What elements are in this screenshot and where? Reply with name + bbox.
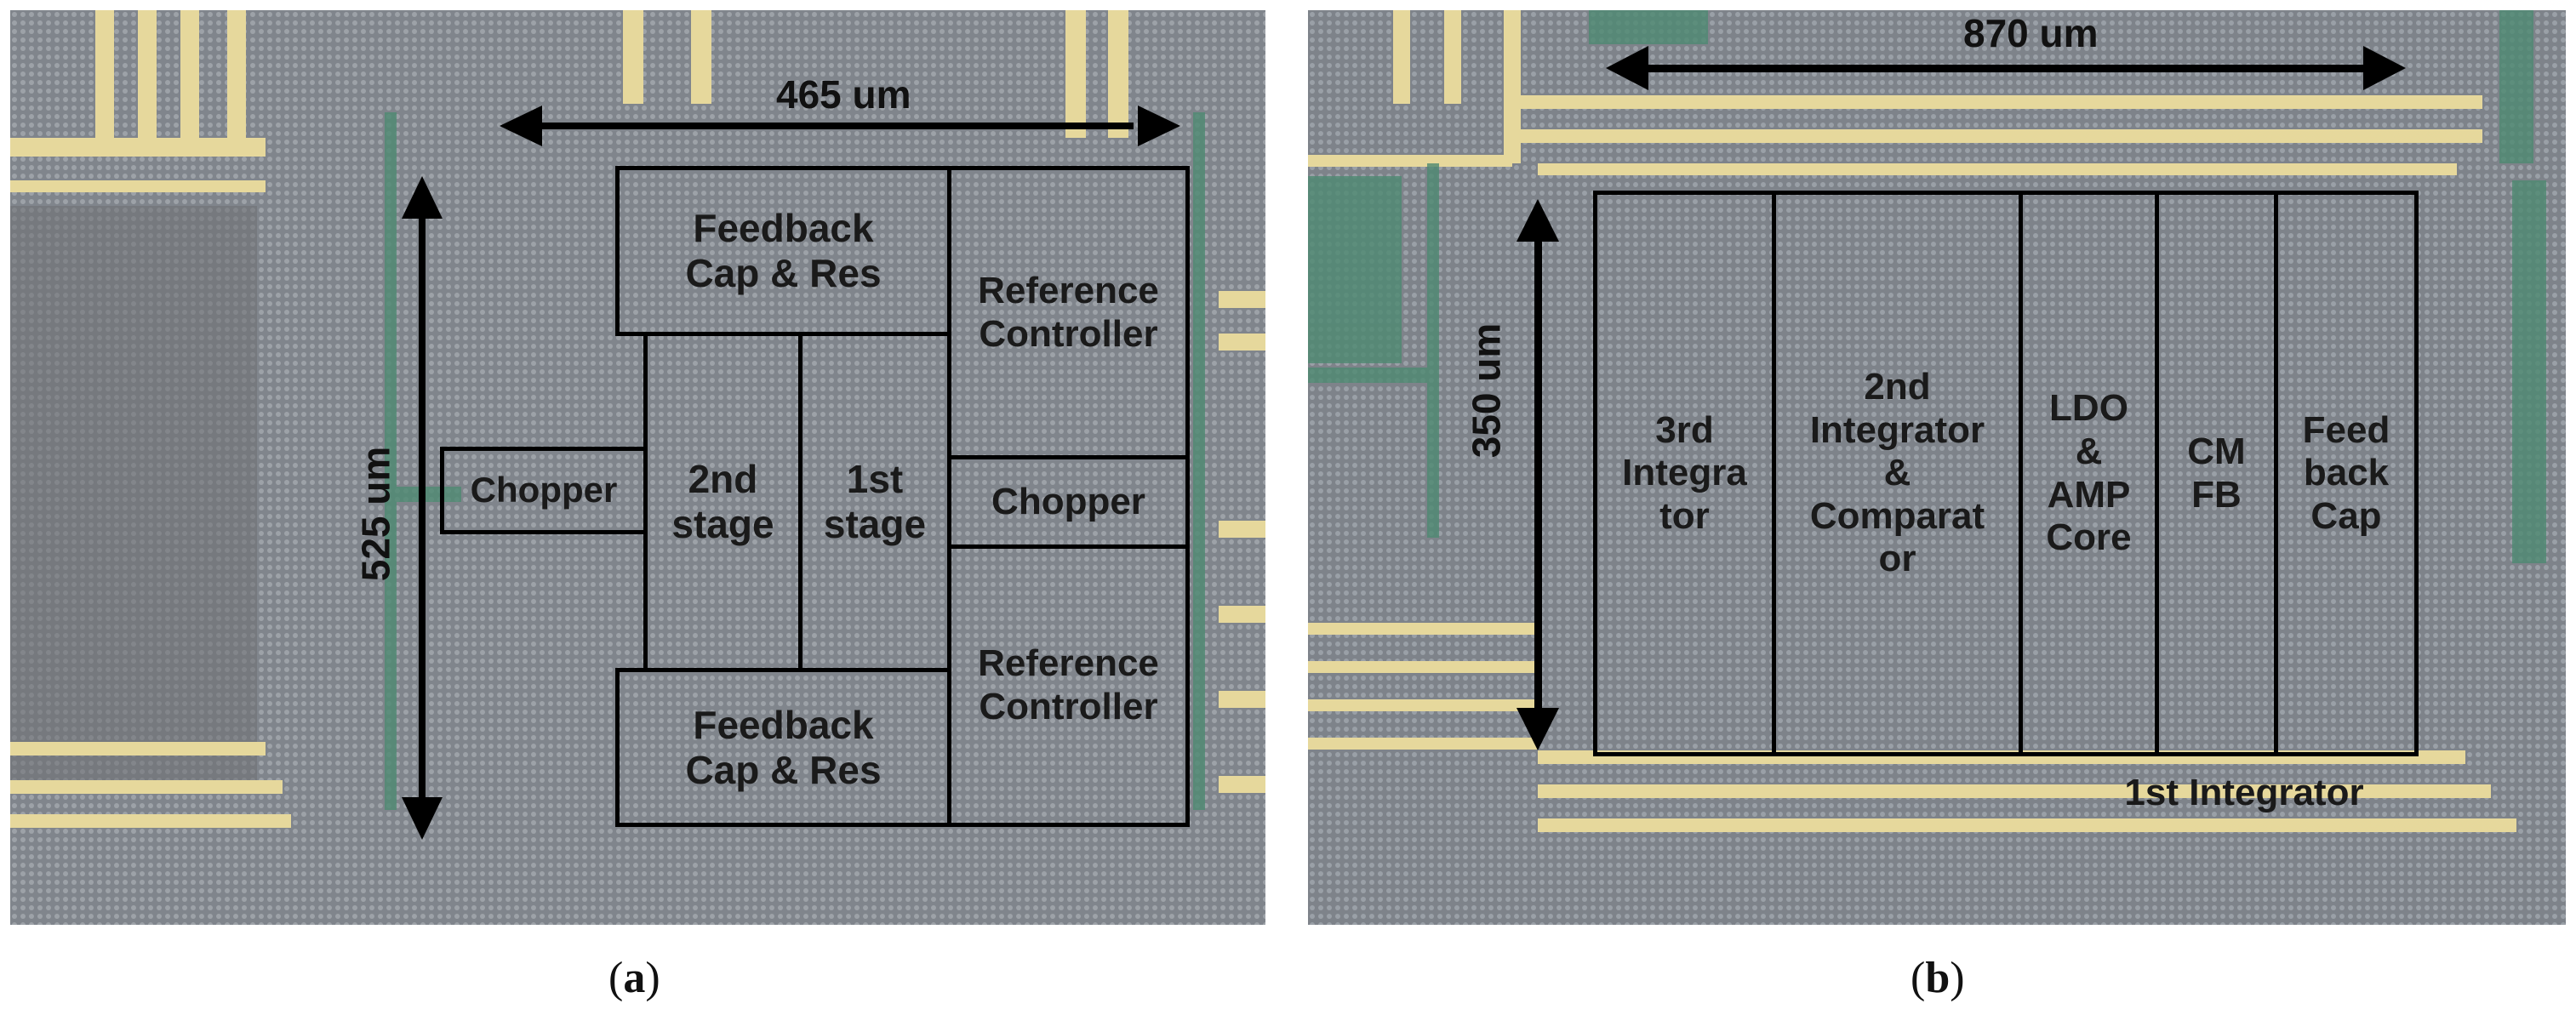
chopper-label-left: Chopper [470, 470, 618, 510]
feedback-cap-label: Feed back Cap [2302, 408, 2390, 537]
die-photo-a-background [10, 10, 1265, 925]
caption-b: (b) [1911, 954, 1965, 1002]
cmfb-label: CM FB [2187, 430, 2246, 516]
caption-a: (a) [608, 954, 660, 1002]
feedback-cap-block [2274, 191, 2419, 756]
chopper-block-left [440, 447, 648, 534]
chopper-label-right: Chopper [991, 480, 1145, 522]
reference-label-top: Reference Controller [978, 269, 1159, 355]
integrator2-label: 2nd Integrator & Comparat or [1809, 366, 1985, 580]
die-photo-b-background [1308, 10, 2566, 925]
integrator1-label: 1st Integrator [2124, 771, 2364, 813]
ldo-label: LDO & AMP Core [2046, 387, 2132, 559]
reference-controller-block-bottom [947, 545, 1190, 827]
reference-label-bottom: Reference Controller [978, 642, 1159, 727]
integrator3-label: 3rd Integra tor [1622, 408, 1747, 537]
dimension-arrows-b [1516, 46, 2406, 750]
width-dimension-b: 870 um [1963, 11, 2099, 55]
width-dimension-a: 465 um [776, 72, 911, 117]
height-dimension-a: 525 um [353, 446, 398, 582]
die-photo-a: Feedback Cap & Res Reference Controller … [10, 10, 1265, 925]
dimension-arrows-a [402, 105, 1180, 840]
feedback-label-bottom: Feedback Cap & Res [685, 702, 882, 792]
stage2-label: 2nd stage [671, 457, 774, 546]
feedback-label-top: Feedback Cap & Res [685, 206, 882, 295]
die-photo-b: 3rd Integra tor 2nd Integrator & Compara… [1308, 10, 2566, 925]
stage1-label: 1st stage [823, 457, 927, 546]
height-dimension-b: 350 um [1464, 322, 1509, 459]
